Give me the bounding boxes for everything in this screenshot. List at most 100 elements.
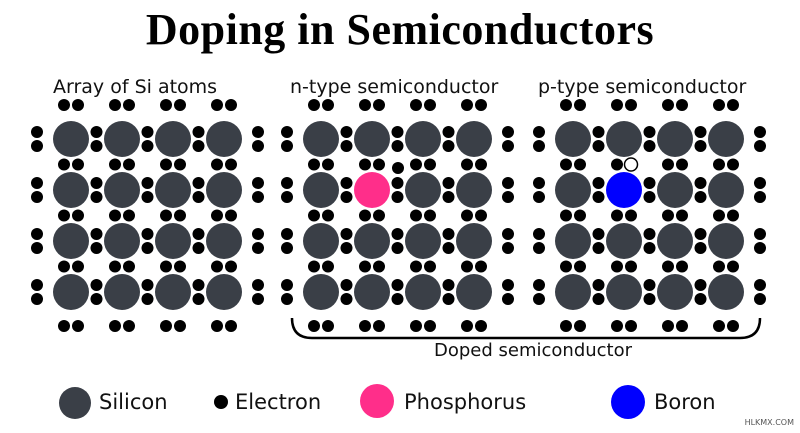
electron [533,140,545,152]
electron [252,177,264,189]
electron [727,158,739,171]
electron [694,126,707,138]
electron [694,293,707,305]
electron [211,99,223,111]
silicon-atom [354,223,390,259]
electron [560,158,572,171]
electron [625,99,637,111]
electron [90,126,103,138]
electron [391,177,404,189]
silicon-atom [53,172,89,208]
electron [225,260,237,273]
electron [281,228,293,240]
electron [727,320,739,332]
electron [643,191,656,203]
electron [252,140,264,152]
silicon-atom [104,121,140,157]
electron [174,99,186,111]
silicon-atom [405,274,441,310]
electron [662,320,674,332]
electron [592,228,605,240]
electron [359,209,371,222]
electron [31,293,43,305]
electron [109,99,121,111]
electron [281,177,293,189]
electron [192,242,205,254]
electron [424,99,436,111]
electron [72,99,84,111]
electron [174,158,186,171]
electron [340,126,353,138]
electron [461,320,473,332]
silicon-atom [303,172,339,208]
electron [58,209,70,222]
free-electron [392,162,404,174]
electron [90,228,103,240]
silicon-atom [606,274,642,310]
electron [160,320,172,332]
electron [643,293,656,305]
electron [225,209,237,222]
electron [676,209,688,222]
panel-label-p-type: p-type semiconductor [538,76,747,98]
electron [475,209,487,222]
electron [442,191,455,203]
electron [391,140,404,152]
electron [359,158,371,171]
silicon-atom [53,223,89,259]
electron [754,126,766,138]
electron [174,209,186,222]
silicon-atom [206,172,242,208]
silicon-atom [657,172,693,208]
electron [252,242,264,254]
electron [123,209,135,222]
electron [192,177,205,189]
electron [694,228,707,240]
electron [662,260,674,273]
electron [72,320,84,332]
electron [281,126,293,138]
lattice-panel-2 [533,99,766,332]
electron [123,99,135,111]
lattice-group [31,99,766,332]
electron [31,191,43,203]
electron [359,320,371,332]
electron [322,99,334,111]
silicon-atom [206,274,242,310]
electron [109,209,121,222]
electron [533,293,545,305]
electron [713,209,725,222]
legend-phosphorus-icon [360,384,394,418]
electron [754,140,766,152]
silicon-atom [405,223,441,259]
electron [424,158,436,171]
legend-phosphorus-label: Phosphorus [404,390,527,414]
electron [72,260,84,273]
electron [461,260,473,273]
electron [225,158,237,171]
electron [574,260,586,273]
electron [340,177,353,189]
electron [643,279,656,291]
electron [109,260,121,273]
electron [192,279,205,291]
electron [643,126,656,138]
electron [90,140,103,152]
electron [533,228,545,240]
electron [560,320,572,332]
electron [676,320,688,332]
electron [533,191,545,203]
watermark: HLKMX.COM [744,418,794,427]
electron [676,260,688,273]
electron [225,99,237,111]
silicon-atom [708,121,744,157]
silicon-atom [555,172,591,208]
electron [31,242,43,254]
hole [623,157,639,172]
electron [340,293,353,305]
electron [442,242,455,254]
electron [359,99,371,111]
electron [141,279,154,291]
electron [252,293,264,305]
legend-icons [59,384,645,419]
